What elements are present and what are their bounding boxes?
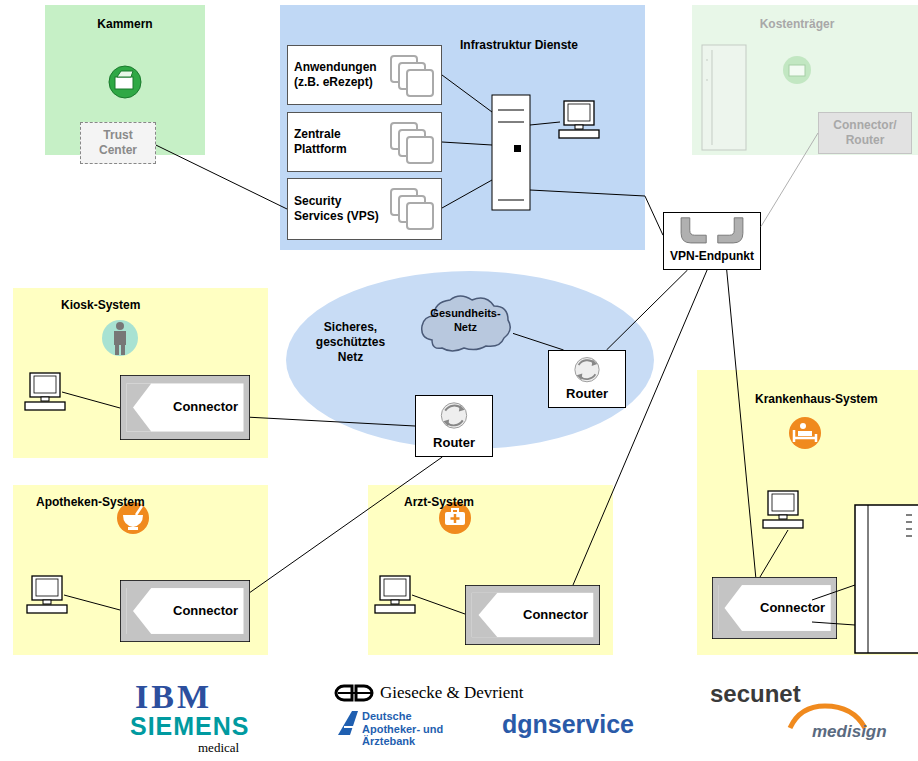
node-text: Trust Center: [84, 128, 152, 158]
kammern-icon: [109, 66, 141, 98]
logo-text: IBM: [135, 680, 212, 714]
local-wiring: [62, 392, 855, 625]
network-link: [761, 133, 818, 227]
node-text: Connector: [523, 607, 588, 623]
router-box: Router: [548, 350, 626, 408]
logo-text: medical: [198, 740, 239, 756]
document-stack-icon: [389, 187, 435, 231]
computer-icon: [763, 491, 803, 528]
node-text: Connector: [173, 399, 238, 415]
node-text: Kammern: [45, 17, 205, 32]
network-link: [513, 333, 564, 350]
payer-connector-box: Connector/ Router: [818, 112, 912, 154]
trust-center-box: Trust Center: [80, 122, 156, 164]
site-panel: Krankenhaus-SystemConnector: [697, 370, 918, 655]
logo-text: SIEMENS: [130, 712, 250, 741]
logo-text: medisign: [812, 722, 887, 742]
secure-network: Sicheres, geschütztes Netz Gesundheits- N…: [285, 270, 655, 450]
chamber-panel: KammernTrust Center: [45, 5, 205, 155]
network-link: [250, 417, 415, 426]
node-text: Arzt-System: [404, 495, 604, 510]
connector-box: Connector: [120, 580, 250, 642]
node-text: Gesundheits- Netz: [422, 307, 509, 335]
node-text: Apotheken-System: [36, 495, 236, 510]
computer-icon: [375, 576, 415, 613]
kiosk-person-icon: [102, 320, 138, 356]
site-panel: Arzt-SystemConnector: [368, 485, 613, 655]
node-text: Zentrale Plattform: [294, 127, 394, 157]
network-link: [250, 457, 442, 592]
node-text: Kiosk-System: [61, 298, 261, 313]
node-text: Infrastruktur Dienste: [460, 38, 640, 53]
gd-logo-mark: [336, 686, 372, 700]
node-text: Router: [433, 435, 475, 451]
pharmacy-icon: [117, 502, 149, 534]
node-text: VPN-Endpunkt: [670, 249, 754, 264]
server-icon: [492, 95, 530, 210]
logo-text: secunet: [710, 680, 801, 708]
node-text: Connector: [173, 603, 238, 619]
node-text: Connector/ Router: [822, 118, 908, 148]
node-text: Sicheres, geschütztes Netz: [303, 320, 398, 365]
service-box: Zentrale Plattform: [287, 112, 442, 172]
server-wiring: [442, 75, 645, 208]
node-text: Krankenhaus-System: [755, 392, 905, 407]
document-stack-icon: [389, 54, 435, 98]
connector-box: Connector: [120, 375, 250, 440]
kostentraeger-icon: [783, 56, 811, 84]
network-link: [727, 270, 756, 577]
service-box: Anwendungen (z.B. eRezept): [287, 45, 442, 105]
health-network-cloud: Gesundheits- Netz: [418, 290, 513, 352]
hospital-icon: [789, 417, 821, 449]
vpn-endpoint: VPN-Endpunkt: [663, 212, 761, 270]
logo-text: Giesecke & Devrient: [380, 683, 524, 703]
node-text: Connector: [760, 600, 825, 616]
computer-icon: [27, 576, 67, 613]
medisign-logo-mark: [790, 706, 865, 728]
payer-panel: KostenträgerConnector/ Router: [692, 5, 918, 155]
network-link: [607, 270, 688, 350]
logo-text: Deutsche Apotheker- und Ärztebank: [362, 710, 462, 748]
connector-box: Connector: [712, 577, 837, 639]
site-panel: Kiosk-SystemConnector: [13, 288, 268, 458]
infrastructure-panel: Infrastruktur DiensteAnwendungen (z.B. e…: [280, 5, 645, 250]
node-text: Kostenträger: [727, 17, 867, 32]
network-link: [156, 145, 287, 209]
doctor-icon: [439, 502, 471, 534]
bank-logo-mark: [338, 711, 358, 735]
document-stack-icon: [389, 121, 435, 165]
network-link: [645, 196, 663, 235]
node-text: Anwendungen (z.B. eRezept): [294, 60, 394, 90]
connector-box: Connector: [465, 585, 600, 645]
network-link: [573, 270, 707, 585]
site-panel: Apotheken-SystemConnector: [13, 485, 268, 655]
server-tower-faded: [702, 45, 746, 150]
service-box: Security Services (VPS): [287, 178, 442, 240]
ibm-stripes: [135, 688, 200, 703]
computer-icon: [559, 101, 599, 138]
node-text: Router: [566, 386, 608, 402]
hospital-server-tower: [855, 505, 918, 653]
node-text: Security Services (VPS): [294, 194, 394, 224]
computer-icon: [25, 373, 65, 410]
router-box: Router: [415, 395, 493, 457]
logo-text: dgnservice: [502, 710, 634, 739]
